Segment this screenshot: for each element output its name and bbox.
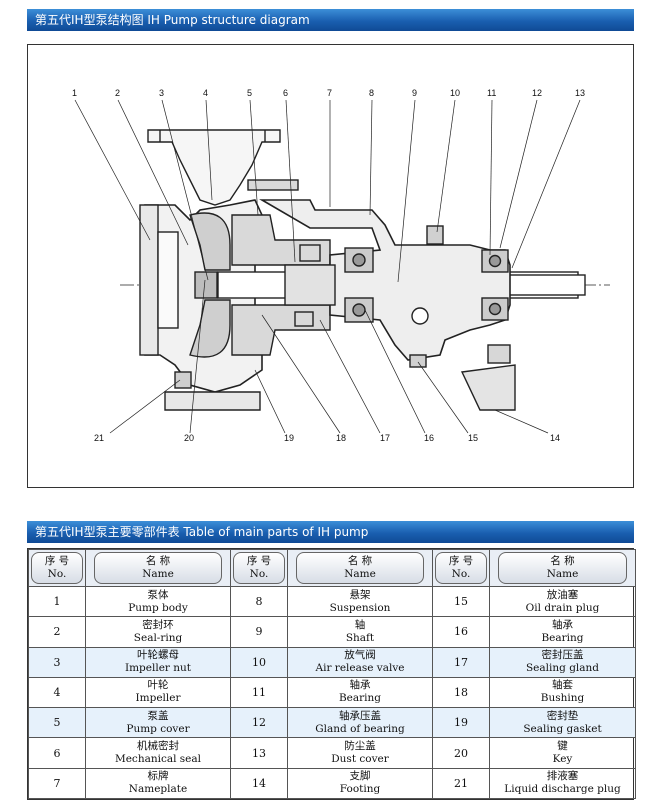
- diagram-title-banner: 第五代IH型泵结构图 IH Pump structure diagram: [27, 9, 634, 31]
- part-no: 12: [230, 707, 288, 739]
- callout-numbers-bottom: 21 20 19 18 17 16 15 14: [94, 433, 560, 443]
- part-no: 9: [230, 616, 288, 648]
- callout-3: 3: [159, 88, 164, 98]
- callout-8: 8: [369, 88, 374, 98]
- callout-leader-lines: [74, 99, 581, 434]
- callout-numbers-top: 1 2 3 4 5 6 7 8 9 10 11 12 13: [72, 88, 585, 98]
- part-no: 10: [230, 646, 288, 678]
- part-no: 6: [28, 737, 86, 769]
- part-no: 4: [28, 676, 86, 709]
- callout-13: 13: [575, 88, 585, 98]
- callout-6: 6: [283, 88, 288, 98]
- part-no: 17: [432, 646, 490, 678]
- callout-18: 18: [336, 433, 346, 443]
- callout-10: 10: [450, 88, 460, 98]
- part-no: 11: [230, 676, 288, 709]
- callout-15: 15: [468, 433, 478, 443]
- callout-17: 17: [380, 433, 390, 443]
- callout-19: 19: [284, 433, 294, 443]
- part-no: 5: [28, 707, 86, 739]
- callout-11: 11: [487, 88, 496, 98]
- parts-table-title-banner: 第五代IH型泵主要零部件表 Table of main parts of IH …: [27, 521, 634, 543]
- callout-12: 12: [532, 88, 542, 98]
- callout-4: 4: [203, 88, 208, 98]
- part-no: 13: [230, 737, 288, 769]
- part-no: 19: [432, 707, 490, 739]
- callout-16: 16: [424, 433, 434, 443]
- callout-5: 5: [247, 88, 252, 98]
- part-no: 15: [432, 585, 490, 618]
- part-no: 18: [432, 676, 490, 709]
- callout-1: 1: [72, 88, 77, 98]
- pump-drawing: [120, 129, 610, 411]
- callout-21: 21: [94, 433, 104, 443]
- callout-9: 9: [412, 88, 417, 98]
- callout-20: 20: [184, 433, 194, 443]
- part-no: 3: [28, 646, 86, 678]
- part-no: 21: [432, 767, 490, 800]
- part-no: 20: [432, 737, 490, 769]
- diagram-frame: [27, 44, 634, 488]
- part-no: 2: [28, 616, 86, 648]
- callout-14: 14: [550, 433, 560, 443]
- part-no: 16: [432, 616, 490, 648]
- callout-2: 2: [115, 88, 120, 98]
- part-no: 7: [28, 767, 86, 800]
- pump-structure-diagram: 1 2 3 4 5 6 7 8 9 10 11 12 13 21 20 19 1…: [72, 88, 610, 443]
- callout-7: 7: [327, 88, 332, 98]
- part-no: 8: [230, 585, 288, 618]
- part-no: 1: [28, 585, 86, 618]
- part-no: 14: [230, 767, 288, 800]
